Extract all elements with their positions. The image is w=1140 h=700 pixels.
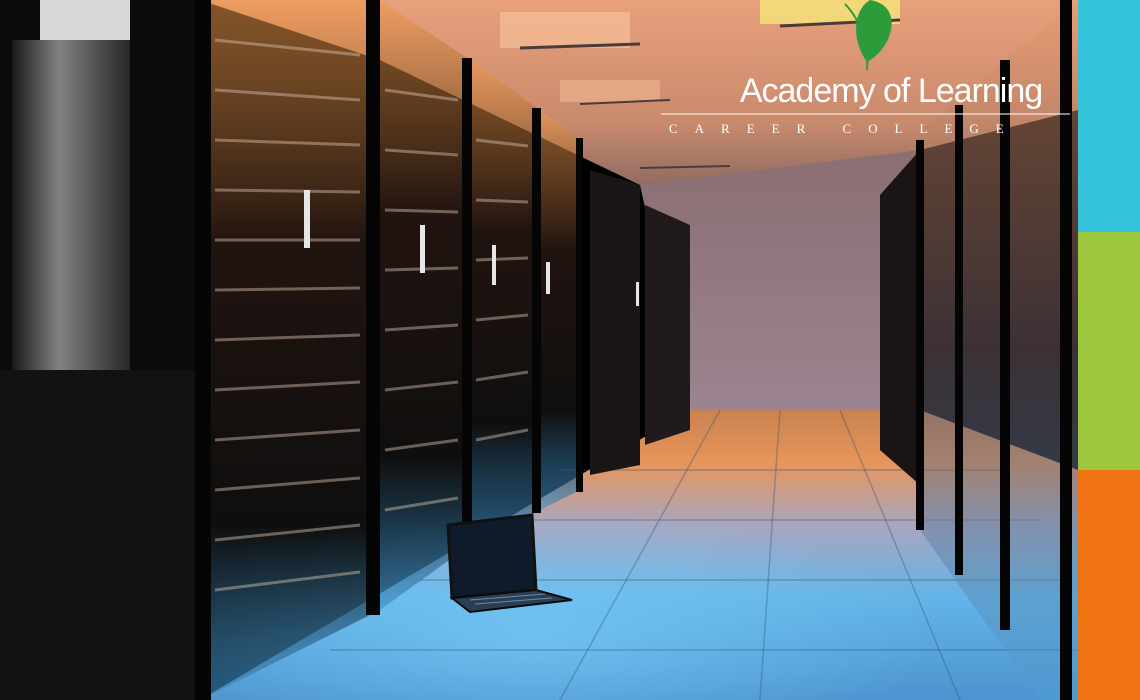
brand-tagline: CAREER COLLEGE bbox=[669, 121, 1021, 136]
laptop bbox=[446, 513, 573, 614]
accent-stripe-orange bbox=[1078, 470, 1140, 700]
brand-wordmark: Academy of Learning bbox=[740, 72, 1042, 110]
academy-of-learning-logo: Academy of Learning CAREER COLLEGE bbox=[661, 0, 1070, 136]
server-room-photo bbox=[0, 0, 1078, 700]
accent-stripe-green bbox=[1078, 232, 1140, 470]
leaf-icon bbox=[844, 0, 892, 71]
accent-stripe-cyan bbox=[1078, 0, 1140, 232]
accent-stripes bbox=[1078, 0, 1140, 700]
